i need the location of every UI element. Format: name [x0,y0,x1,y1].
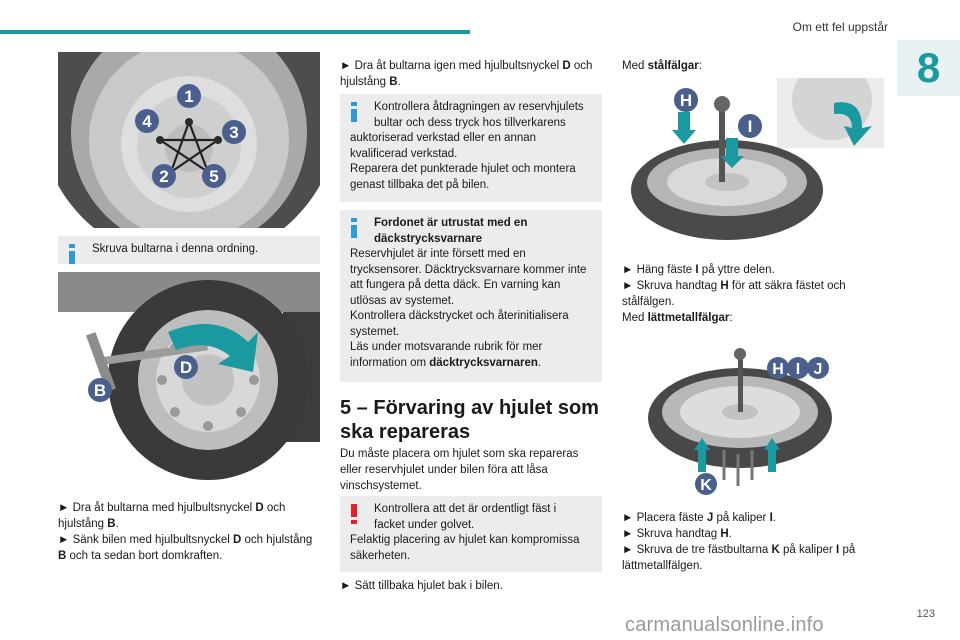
bolt-number-3: 3 [229,123,238,142]
badge-j [807,357,829,379]
wheel-tightening-figure: D B [58,272,320,482]
section-heading: 5 – Förvaring av hjulet som ska reparera… [340,397,599,443]
info-icon [351,102,357,122]
wrench-badge-d [174,355,198,379]
steel-rim-label: Med stålfälgar: [622,60,702,72]
label-k: K [700,477,712,494]
bolt-badge-1 [177,84,201,108]
warning-icon [351,504,357,524]
bolt-badge-2 [152,164,176,188]
steel-rim-figure: H I [622,78,884,250]
instruction-lower-car: ► Sänk bilen med hjulbultsnyckel D och h… [58,534,313,562]
alloy-rim-figure: H I J K [640,340,840,500]
bolt-badge-5 [202,164,226,188]
bolt-number-5: 5 [209,167,218,186]
steel-rim-instructions: ► Häng fäste I på yttre delen. ► Skruva … [622,264,846,324]
tip-box: Skruva bultarna i denna ordning. [58,236,320,264]
bolt-badge-4 [135,109,159,133]
header-accent-bar [0,30,470,34]
page-number: 123 [916,608,935,620]
label-h: H [772,361,784,378]
badge-i [738,114,762,138]
section-intro: Du måste placera om hjulet som ska repar… [340,448,579,492]
alloy-rim-instructions: ► Placera fäste J på kaliper I. ► Skruva… [622,512,856,572]
info-box-check-torque: Kontrollera åtdragningen av reservhjulet… [340,94,602,202]
badge-k [695,473,717,495]
col1-instructions: ► Dra åt bultarna med hjulbultsnyckel D … [58,500,320,564]
badge-h [674,88,698,112]
info-icon [351,218,357,238]
bolt-badge-3 [222,120,246,144]
instruction-tighten: ► Dra åt bultarna med hjulbultsnyckel D … [58,502,286,530]
bolt-number-2: 2 [159,167,168,186]
wheel-bolt-order-figure: 1 2 3 4 5 [58,52,320,228]
bolt-number-1: 1 [184,87,193,106]
chapter-number-tab: 8 [897,40,960,96]
label-h: H [680,91,692,110]
label-d: D [180,358,192,377]
chapter-title: Om ett fel uppstår [792,20,888,34]
label-i: I [796,361,800,378]
info-box-pressure-warning: Fordonet är utrustat med en däckstrycksv… [340,210,602,382]
label-b: B [94,381,106,400]
bolt-number-4: 4 [142,112,152,131]
col2-first-instruction: ► Dra åt bultarna igen med hjulbultsnyck… [340,60,593,88]
warning-box: Kontrollera att det är ordentligt fäst i… [340,496,602,572]
watermark: carmanualsonline.info [625,614,824,636]
badge-i [787,357,809,379]
bar-badge-b [88,378,112,402]
info-icon [69,244,75,264]
tip-text: Skruva bultarna i denna ordning. [92,243,259,255]
badge-h [767,357,789,379]
label-i: I [748,117,753,136]
instruction-refit-wheel: ► Sätt tillbaka hjulet bak i bilen. [340,580,503,592]
label-j: J [814,361,823,378]
